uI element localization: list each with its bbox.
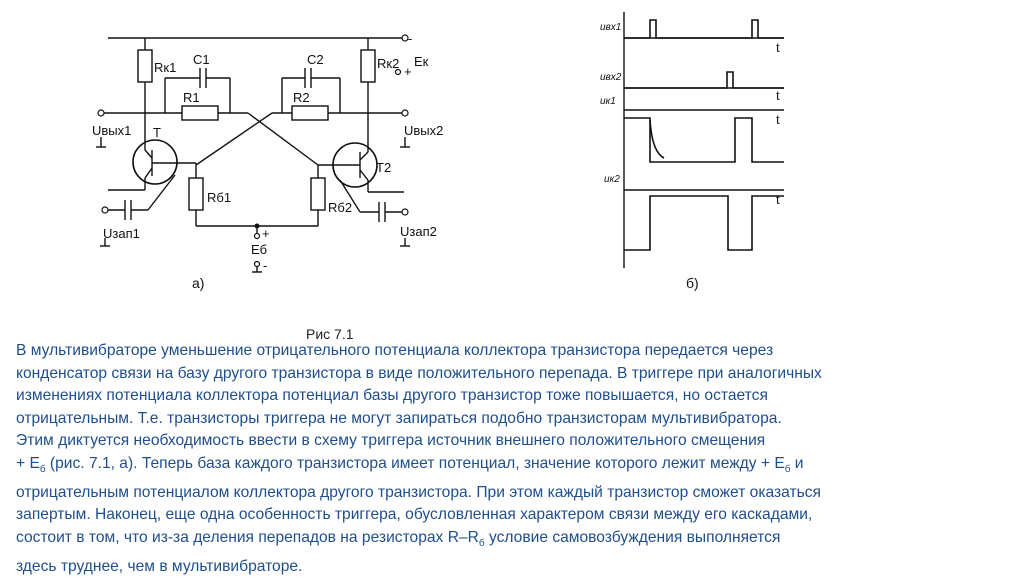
label-t2: T2 [376, 160, 391, 175]
label-rk1: Rк1 [154, 60, 176, 75]
label-eb: Еб [251, 242, 267, 257]
label-u-in1: uвх1 [600, 22, 621, 33]
label-ek-plus: + [404, 64, 412, 79]
label-t-4: t [776, 192, 780, 207]
text-run: и [790, 454, 804, 472]
text-run: условие самовозбуждения выполняется [484, 528, 781, 546]
trigger-circuit-diagram: Rк1 Rк2 C1 C2 R1 R2 Rб1 Rб2 T T2 Uвых1 U… [92, 31, 443, 291]
label-t-1: t [776, 40, 780, 55]
label-eb-minus: - [263, 258, 267, 273]
label-u-k2: uк2 [604, 174, 620, 185]
label-u-k1: uк1 [600, 96, 616, 107]
figure-caption: Рис 7.1 [306, 326, 354, 342]
paragraph-line: запертым. Наконец, еще одна особенность … [16, 506, 813, 524]
subscript: б [784, 464, 791, 476]
label-uvyx1: Uвых1 [92, 123, 131, 138]
paragraph-line: Этим диктуется необходимость ввести в сх… [16, 432, 766, 450]
subscript: б [39, 464, 46, 476]
timing-diagram: uвх1 uвх2 uк1 uк2 t t t t б) [600, 12, 784, 291]
wave-u-in2 [624, 71, 784, 89]
subscript: б [478, 537, 485, 549]
label-t-3: t [776, 112, 780, 127]
label-uzap2: Uзап2 [400, 224, 437, 239]
label-uzap1: Uзап1 [103, 226, 140, 241]
label-t-2: t [776, 88, 780, 103]
label-rb2: Rб2 [328, 200, 352, 215]
body-paragraph: В мультивибраторе уменьшение отрицательн… [16, 340, 1016, 578]
label-c2: C2 [307, 52, 324, 67]
label-panel-a: а) [192, 275, 204, 291]
figure-7-1: Rк1 Rк2 C1 C2 R1 R2 Rб1 Rб2 T T2 Uвых1 U… [92, 12, 784, 291]
wave-u-in1 [624, 19, 784, 39]
paragraph-line: изменениях потенциала коллектора потенци… [16, 387, 768, 405]
text-run: (рис. 7.1, а). Теперь база каждого транз… [45, 454, 785, 472]
paragraph-line: здесь труднее, чем в мультивибраторе. [16, 557, 303, 575]
paragraph-line: состоит в том, что из-за деления перепад… [16, 527, 1016, 556]
label-panel-b: б) [686, 275, 699, 291]
label-uvyx2: Uвых2 [404, 123, 443, 138]
wave-u-k1 [624, 117, 784, 163]
resistor-rk1 [137, 49, 153, 83]
transistor-t1 [132, 139, 178, 185]
label-u-in2: uвх2 [600, 72, 622, 83]
label-eb-plus: + [262, 226, 270, 241]
paragraph-line: В мультивибраторе уменьшение отрицательн… [16, 342, 774, 359]
resistor-rk2 [360, 49, 376, 83]
label-r2: R2 [293, 90, 310, 105]
label-t1: T [153, 125, 161, 140]
label-c1: C1 [193, 52, 210, 67]
resistor-r1 [181, 105, 219, 121]
paragraph-line: отрицательным потенциалом коллектора дру… [16, 483, 821, 501]
resistor-rb2 [310, 177, 326, 211]
paragraph-line: + Еб (рис. 7.1, а). Теперь база каждого … [16, 453, 1016, 482]
text-run: состоит в том, что из-за деления перепад… [16, 528, 479, 546]
resistor-rb1 [188, 177, 204, 211]
label-rk2: Rк2 [377, 56, 399, 71]
label-ek: Ек [414, 54, 429, 69]
label-r1: R1 [183, 90, 200, 105]
paragraph-line: конденсатор связи на базу другого транзи… [16, 364, 822, 382]
resistor-r2 [291, 105, 329, 121]
text-run: + Е [16, 454, 40, 472]
label-ek-minus: - [408, 31, 412, 46]
wave-u-k2 [624, 195, 784, 251]
label-rb1: Rб1 [207, 190, 231, 205]
paragraph-line: отрицательным. Т.е. транзисторы триггера… [16, 409, 782, 427]
